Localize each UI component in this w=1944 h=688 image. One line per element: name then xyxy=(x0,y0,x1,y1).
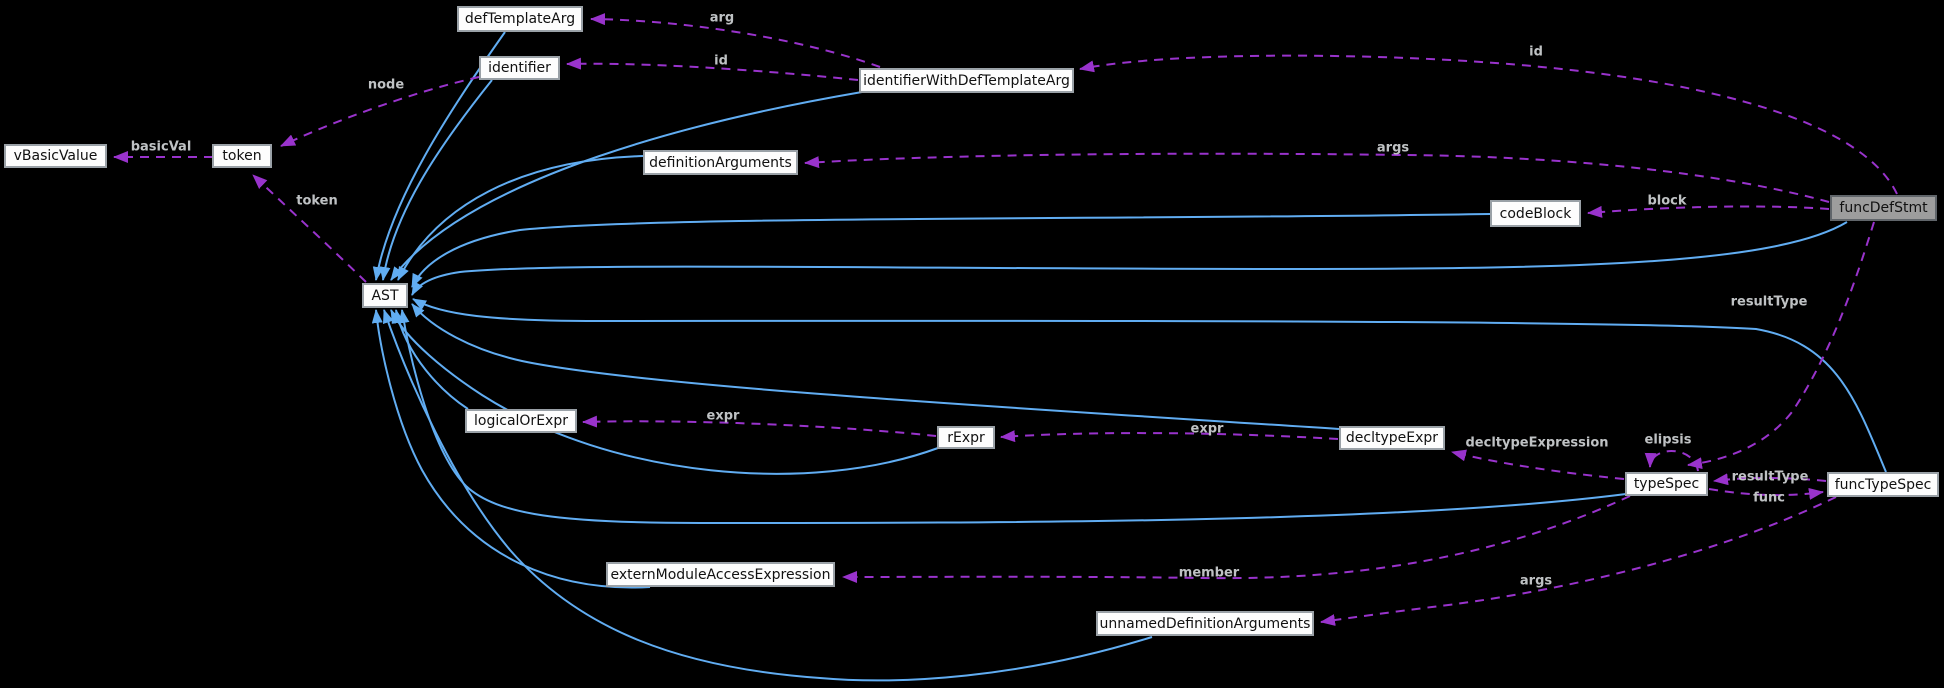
node-codeBlock[interactable]: codeBlock xyxy=(1490,200,1581,227)
edge-typeSpec-to-externModuleAccessExpression xyxy=(842,495,1631,583)
edge-decltypeExpr-to-AST xyxy=(411,303,1340,430)
edge-label-id-identifierWithDefTemplateArg: id xyxy=(1529,44,1543,60)
node-definitionArguments[interactable]: definitionArguments xyxy=(643,150,798,175)
node-rExpr[interactable]: rExpr xyxy=(937,426,995,449)
edge-funcDefStmt-to-typeSpec xyxy=(1687,221,1875,470)
node-token[interactable]: token xyxy=(212,144,272,168)
edge-funcTypeSpec-to-typeSpec xyxy=(1713,473,1827,486)
edge-label-func: func xyxy=(1753,490,1785,506)
edge-funcDefStmt-to-definitionArguments xyxy=(804,152,1830,203)
edge-funcDefStmt-to-AST xyxy=(411,221,1848,296)
edge-label-arg: arg xyxy=(709,10,735,26)
node-identifier[interactable]: identifier xyxy=(479,56,560,80)
edge-identifier-to-AST xyxy=(379,79,493,281)
edge-logicalOrExpr-to-AST xyxy=(393,309,469,410)
edge-label-expr-rExpr: expr xyxy=(1190,421,1224,437)
edge-label-token: token xyxy=(296,193,338,209)
edge-definitionArguments-to-AST xyxy=(397,155,644,281)
edge-rExpr-to-AST xyxy=(390,309,939,475)
edge-label-decltypeExpression: decltypeExpression xyxy=(1465,435,1609,451)
edge-funcDefStmt-to-codeBlock xyxy=(1587,205,1830,218)
edge-codeBlock-to-AST xyxy=(411,213,1491,288)
edge-label-elipsis: elipsis xyxy=(1644,432,1692,448)
edge-decltypeExpr-to-rExpr xyxy=(1000,430,1339,443)
usage-edges xyxy=(113,13,1898,626)
edge-funcDefStmt-to-identifierWithDefTemplateArg xyxy=(1079,54,1898,195)
node-unnamedDefinitionArguments[interactable]: unnamedDefinitionArguments xyxy=(1096,611,1314,636)
node-funcTypeSpec[interactable]: funcTypeSpec xyxy=(1827,472,1939,497)
edge-label-args-definitionArguments: args xyxy=(1376,140,1410,156)
edge-typeSpec-to-funcTypeSpec xyxy=(1708,487,1824,500)
inheritance-edges xyxy=(371,31,1887,682)
edge-label-expr-logicalOrExpr: expr xyxy=(706,408,740,424)
edge-label-block: block xyxy=(1647,193,1687,209)
node-vBasicValue[interactable]: vBasicValue xyxy=(4,144,107,168)
edge-identifierWithDefTemplateArg-to-defTemplateArg xyxy=(590,13,881,68)
edge-label-args-unnamedDefinitionArguments: args xyxy=(1519,573,1553,589)
edge-label-member: member xyxy=(1178,565,1240,581)
edge-label-resultType-funcDefStmt: resultType xyxy=(1730,294,1808,310)
edge-typeSpec-self-elipsis xyxy=(1644,450,1699,472)
edge-funcTypeSpec-to-unnamedDefinitionArguments xyxy=(1320,496,1837,626)
node-identifierWithDefTemplateArg[interactable]: identifierWithDefTemplateArg xyxy=(859,68,1074,93)
node-typeSpec[interactable]: typeSpec xyxy=(1625,472,1708,496)
node-funcDefStmt: funcDefStmt xyxy=(1830,195,1937,221)
edge-label-id-identifier: id xyxy=(714,53,728,69)
node-externModuleAccessExpression[interactable]: externModuleAccessExpression xyxy=(606,562,835,587)
node-AST[interactable]: AST xyxy=(362,283,408,308)
node-defTemplateArg[interactable]: defTemplateArg xyxy=(457,6,583,32)
edge-identifierWithDefTemplateArg-to-identifier xyxy=(566,57,859,81)
edge-typeSpec-to-AST xyxy=(398,309,1627,525)
node-decltypeExpr[interactable]: decltypeExpr xyxy=(1339,426,1445,450)
edge-label-node: node xyxy=(367,77,405,93)
edge-typeSpec-to-decltypeExpr xyxy=(1451,449,1625,480)
edge-rExpr-to-logicalOrExpr xyxy=(582,415,937,437)
node-logicalOrExpr[interactable]: logicalOrExpr xyxy=(465,409,577,433)
edge-AST-to-token xyxy=(252,174,367,283)
edge-label-resultType-funcTypeSpec: resultType xyxy=(1731,469,1809,485)
edge-identifierWithDefTemplateArg-to-AST xyxy=(390,91,863,281)
edge-externModuleAccessExpression-to-AST xyxy=(371,309,651,589)
edge-unnamedDefinitionArguments-to-AST xyxy=(383,309,1153,682)
edge-funcTypeSpec-to-AST xyxy=(412,298,1887,473)
edge-label-basicVal: basicVal xyxy=(130,139,192,155)
